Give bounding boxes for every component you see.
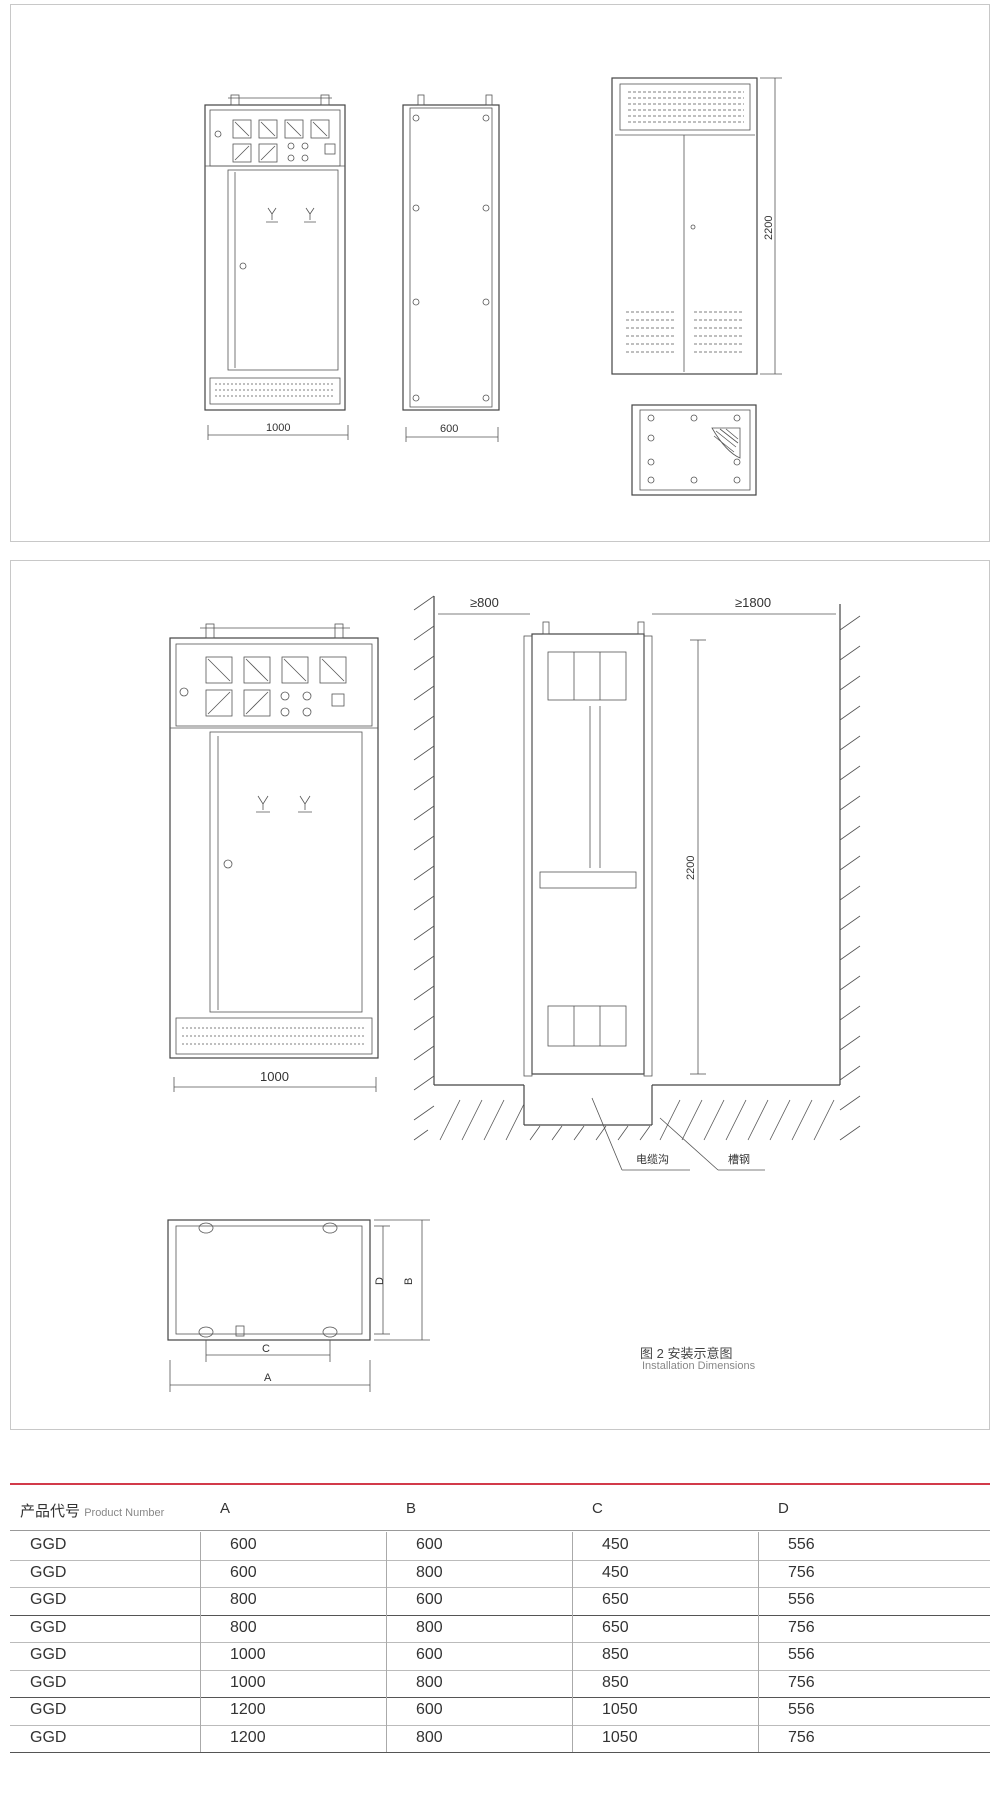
installation-front-width-dim: 1000 [260,1069,289,1084]
table-cell: 1000 [230,1646,266,1663]
table-cell: 850 [602,1646,629,1663]
table-header-rule [10,1530,990,1531]
side-view-cabinet: 600 [402,94,500,442]
outline-drawings: 1000 600 [204,77,782,496]
side-depth-dim: 600 [440,423,458,435]
table-row-rule [10,1614,990,1616]
table-row-rule [10,1559,990,1561]
table-cell: GGD [30,1563,67,1581]
table-row: GGD 800 600 650 556 [10,1587,990,1613]
base-plan-abcd: D B C A [167,1219,430,1392]
table-header-product-en: Product Number [84,1507,165,1519]
table-row-rule [10,1642,990,1643]
front-clearance-dim: ≥1800 [735,595,771,610]
table-header-a: A [220,1500,231,1517]
table-cell: 556 [788,1701,815,1718]
table-cell: 756 [788,1728,815,1746]
installation-front-cabinet: 1000 [169,623,379,1092]
table-header-product: 产品代号 Product Number [20,1500,164,1521]
installation-panel [10,560,990,1430]
table-cell: GGD [30,1618,67,1636]
table-cell: 450 [602,1563,629,1581]
table-row-rule [10,1724,990,1726]
outline-drawing-panel [10,4,990,542]
meter-row-1 [232,119,330,139]
table-row: GGD 600 600 450 556 [10,1532,990,1558]
table-cell: 650 [602,1591,629,1608]
table-header-c: C [592,1500,603,1517]
dim-b: B [403,1278,415,1285]
table-cell: 1000 [230,1673,266,1691]
table-cell: 800 [230,1618,257,1636]
table-cell: 800 [416,1618,443,1636]
table-cell: 756 [788,1618,815,1636]
table-row: GGD 1200 800 1050 756 [10,1725,990,1751]
table-cell: 1050 [602,1701,638,1718]
cable-trench-label: 电缆沟 [636,1153,669,1166]
table-row: GGD 1000 600 850 556 [10,1642,990,1668]
dim-d: D [374,1277,386,1285]
table-column-rule [572,1532,573,1752]
rear-clearance-dim: ≥800 [470,595,499,610]
dim-a: A [264,1372,272,1384]
table-row-rule [10,1587,990,1588]
table-row-rule [10,1752,990,1753]
table-cell: 756 [788,1673,815,1691]
rear-height-dim: 2200 [763,216,775,240]
top-vents [628,91,744,123]
table-header-b: B [406,1500,417,1517]
table-column-rule [200,1532,201,1752]
table-cell: 800 [230,1591,257,1608]
dim-c: C [262,1343,270,1355]
table-row: GGD 800 800 650 756 [10,1615,990,1641]
table-cell: 1200 [230,1701,266,1718]
table-column-rule [386,1532,387,1752]
table-cell: GGD [30,1591,67,1608]
table-cell: GGD [30,1536,67,1553]
table-row: GGD 1000 800 850 756 [10,1670,990,1696]
installation-height-dim: 2200 [685,856,697,880]
table-cell: 600 [416,1646,443,1663]
rear-view-cabinet: 2200 [611,77,782,375]
table-cell: 1050 [602,1728,638,1746]
table-cell: 650 [602,1618,629,1636]
table-cell: 556 [788,1646,815,1663]
installation-caption-en: Installation Dimensions [642,1360,756,1372]
table-cell: 600 [416,1536,443,1553]
room-section: ≥800 ≥1800 2200 电缆沟 槽钢 [413,595,861,1171]
table-header-product-cn: 产品代号 [20,1503,81,1520]
table-row-rule [10,1697,990,1698]
table-row: GGD 600 800 450 756 [10,1560,990,1586]
channel-steel-label: 槽钢 [728,1153,750,1166]
table-row-rule [10,1669,990,1671]
table-cell: GGD [30,1728,67,1746]
table-cell: 556 [788,1591,815,1608]
table-cell: 600 [416,1701,443,1718]
table-cell: 600 [230,1563,257,1581]
bottom-vents [626,311,742,353]
table-cell: GGD [30,1646,67,1663]
table-column-rule [758,1532,759,1752]
installation-caption-cn: 图 2 安装示意图 [640,1346,733,1361]
installation-drawings: 1000 ≥800 ≥1800 2200 [167,595,861,1392]
table-cell: 756 [788,1563,815,1581]
front-view-cabinet: 1000 [204,94,349,440]
table-cell: GGD [30,1673,67,1691]
front-width-dim: 1000 [266,422,290,434]
table-cell: 800 [416,1728,443,1746]
plan-view-base [631,404,757,496]
table-cell: 800 [416,1563,443,1581]
table-cell: 850 [602,1673,629,1691]
table-row: GGD 1200 600 1050 556 [10,1697,990,1723]
table-cell: GGD [30,1701,67,1718]
table-cell: 600 [416,1591,443,1608]
table-cell: 800 [416,1673,443,1691]
table-cell: 556 [788,1536,815,1553]
table-cell: 600 [230,1536,257,1553]
table-cell: 1200 [230,1728,266,1746]
table-cell: 450 [602,1536,629,1553]
table-header-d: D [778,1500,789,1517]
table-top-rule [10,1483,990,1485]
wall-hatching [413,595,861,1141]
